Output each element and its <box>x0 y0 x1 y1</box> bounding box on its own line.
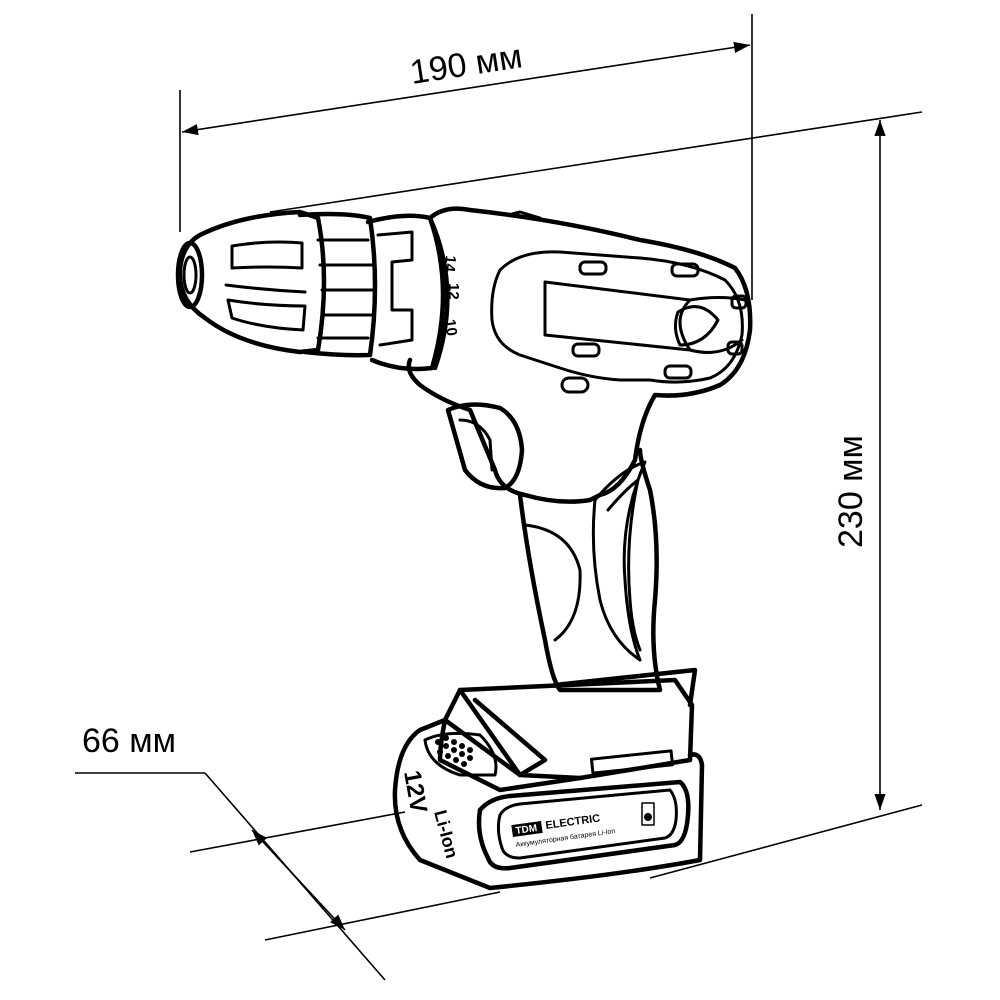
brand-name: ELECTRIC <box>545 812 601 832</box>
collar-number-14: 14 <box>441 255 459 274</box>
length-label: 190 мм <box>407 37 524 92</box>
collar-number-12: 12 <box>445 283 462 300</box>
handle <box>517 447 663 693</box>
drill-illustration: 14 12 10 <box>175 206 753 891</box>
width-label: 66 мм <box>82 722 176 760</box>
dimension-length: 190 мм <box>179 14 753 300</box>
brand-badge: TDM <box>515 823 538 837</box>
dimension-height: 230 мм <box>269 111 923 879</box>
battery-pack: 12V Li-Ion TDM ELECTRIC Аккумуляторная б… <box>392 667 705 891</box>
collar-number-10: 10 <box>441 318 460 337</box>
chuck <box>175 209 378 358</box>
certification-mark-icon <box>641 802 655 826</box>
battery-grip-dots <box>435 735 473 767</box>
tdm-badge-bg <box>511 820 543 838</box>
torque-collar: 14 12 10 <box>365 213 462 372</box>
battery-voltage: 12V <box>398 768 432 815</box>
drill-body <box>406 206 753 504</box>
trigger <box>445 402 525 491</box>
dimension-width: 66 мм <box>75 722 501 981</box>
height-label: 230 мм <box>832 435 870 548</box>
battery-type-side: Li-Ion <box>430 808 462 860</box>
